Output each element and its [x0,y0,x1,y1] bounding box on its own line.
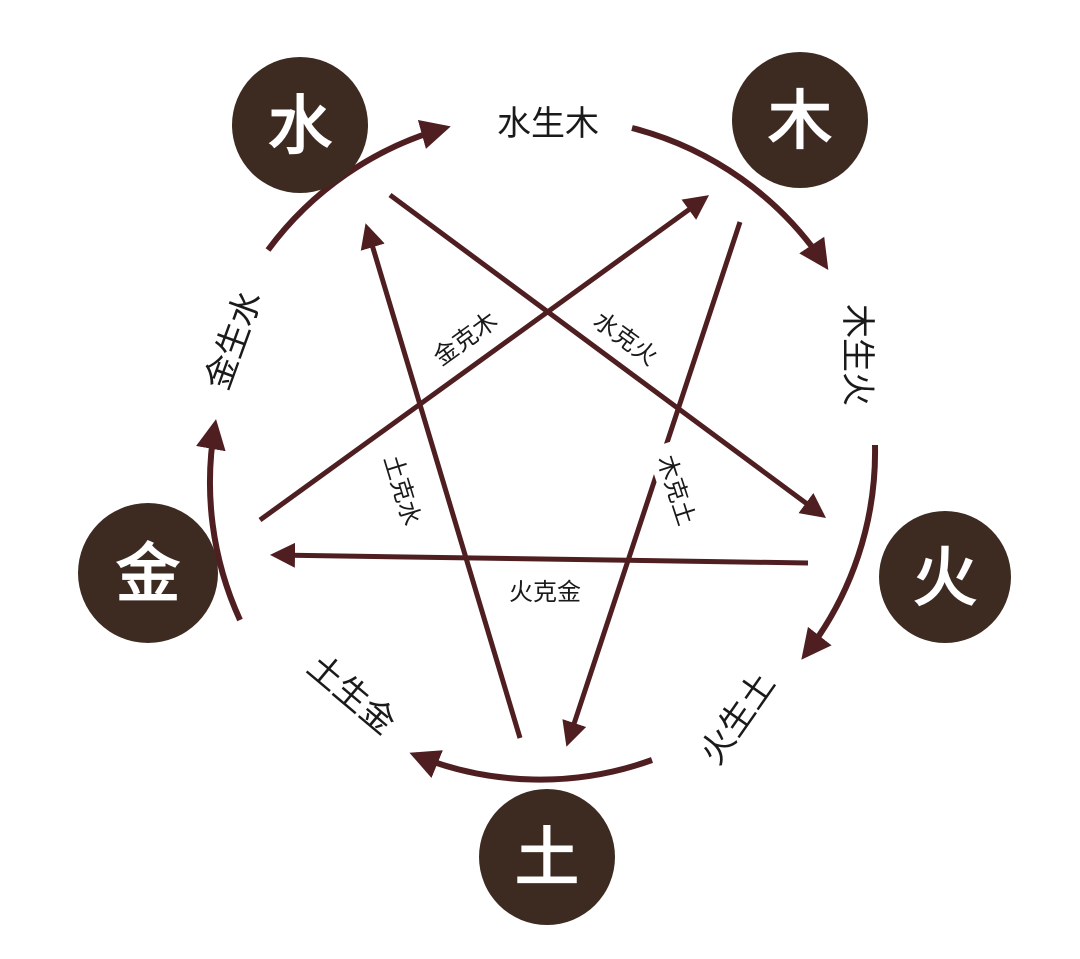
label-fire-controls-metal: 火克金 [509,578,581,606]
arrow-wood-controls-earth [562,221,743,747]
node-earth: 土 [479,789,615,925]
arrow-earth-generates-metal [409,750,654,783]
element-nodes: 水 木 火 土 金 [78,52,1011,925]
arrow-wood-generates-fire [631,125,829,270]
arrow-metal-generates-water [196,419,243,622]
generating-cycle [196,120,879,783]
arrow-earth-controls-water [360,223,523,739]
label-wood-generates-fire: 木生火 [837,304,877,406]
arrow-fire-controls-metal [270,542,809,568]
node-fire-label: 火 [913,542,977,616]
controlling-star [258,192,827,747]
arrow-metal-controls-wood [258,195,710,523]
node-fire: 火 [879,511,1011,643]
node-water-label: 水 [268,90,333,164]
arrow-water-controls-fire [388,192,827,518]
node-water: 水 [232,57,368,193]
node-metal: 金 [78,503,218,643]
node-wood-label: 木 [768,85,832,159]
node-metal-label: 金 [115,538,181,612]
node-wood: 木 [732,52,868,188]
generating-labels: 水生木 木生火 火生土 土生金 金生水 [181,98,884,796]
label-water-generates-wood: 水生木 [497,104,599,144]
node-earth-label: 土 [515,822,579,896]
arrow-fire-generates-earth [801,444,879,660]
